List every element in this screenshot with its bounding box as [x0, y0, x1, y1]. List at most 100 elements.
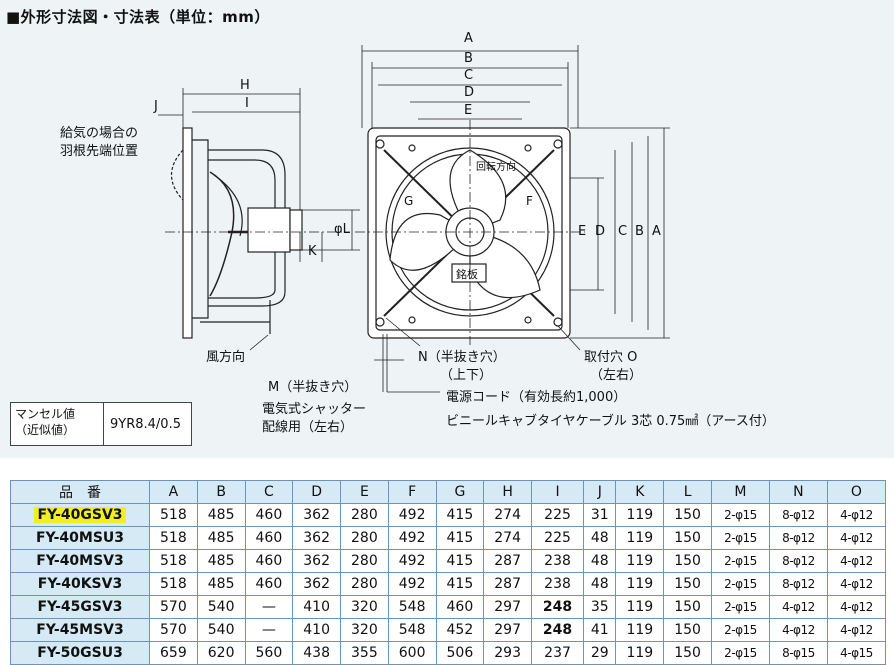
- value-cell-c: 560: [244, 641, 294, 665]
- value-cell-d: 362: [292, 503, 341, 527]
- front-top-dimensions: [361, 45, 579, 128]
- value-cell-i: 225: [530, 503, 585, 527]
- header-h: H: [483, 480, 532, 504]
- value-cell-h: 287: [483, 572, 532, 596]
- value-cell-n: 4-φ12: [768, 618, 828, 642]
- header-k: K: [615, 480, 665, 504]
- nameplate-label: 銘板: [456, 268, 478, 281]
- value-cell-e: 280: [340, 572, 389, 596]
- value-cell-f: 548: [387, 618, 437, 642]
- value-cell-e: 280: [340, 526, 389, 550]
- value-cell-h: 297: [483, 595, 532, 619]
- value-cell-m: 2-φ15: [710, 641, 770, 665]
- value-cell-l: 150: [663, 526, 712, 550]
- value-cell-o: 4-φ12: [826, 526, 887, 550]
- shutter-wiring-line1: 電気式シャッター: [262, 402, 367, 417]
- header-b: B: [196, 480, 246, 504]
- o-hole-label-line2: （左右）: [590, 368, 643, 383]
- dim-label-e: E: [464, 103, 473, 118]
- value-cell-k: 119: [615, 526, 665, 550]
- leader-lines: [249, 317, 581, 393]
- o-hole-label-line1: 取付穴 O: [584, 350, 638, 365]
- value-cell-e: 280: [340, 549, 389, 573]
- value-cell-a: 659: [149, 641, 198, 665]
- value-cell-l: 150: [663, 618, 712, 642]
- header-m: M: [710, 480, 770, 504]
- value-cell-c: 460: [244, 503, 294, 527]
- value-cell-h: 293: [483, 641, 532, 665]
- model-cell: FY-45GSV3: [10, 595, 150, 619]
- value-cell-f: 492: [387, 549, 437, 573]
- value-cell-a: 570: [149, 618, 198, 642]
- value-cell-d: 362: [292, 572, 341, 596]
- value-cell-o: 4-φ12: [826, 618, 887, 642]
- front-view: [355, 120, 585, 345]
- model-cell: FY-40MSU3: [10, 526, 150, 550]
- value-cell-d: 410: [292, 595, 341, 619]
- value-cell-g: 415: [435, 503, 485, 527]
- value-cell-n: 8-φ15: [768, 641, 828, 665]
- value-cell-j: 35: [583, 595, 617, 619]
- dim-label-d: D: [464, 85, 475, 100]
- value-cell-b: 540: [196, 595, 246, 619]
- blade-label-f: F: [526, 194, 533, 208]
- value-cell-m: 2-φ15: [710, 503, 770, 527]
- value-cell-a: 570: [149, 595, 198, 619]
- value-cell-e: 280: [340, 503, 389, 527]
- value-cell-a: 518: [149, 572, 198, 596]
- dim-label-i: I: [245, 96, 249, 111]
- wind-direction-label: 風方向: [206, 350, 246, 365]
- munsell-label-line1: マンセル値: [15, 407, 76, 421]
- value-cell-n: 8-φ12: [768, 572, 828, 596]
- side-dimensions: [158, 88, 360, 262]
- model-cell: FY-40MSV3: [10, 549, 150, 573]
- value-cell-e: 320: [340, 618, 389, 642]
- value-cell-e: 320: [340, 595, 389, 619]
- value-cell-k: 119: [615, 572, 665, 596]
- dim-label-b-right: B: [635, 224, 644, 239]
- value-cell-k: 119: [615, 641, 665, 665]
- value-cell-c: 460: [244, 572, 294, 596]
- value-cell-k: 119: [615, 503, 665, 527]
- value-cell-m: 2-φ15: [710, 595, 770, 619]
- dim-label-e-right: E: [578, 224, 587, 239]
- model-cell: FY-40KSV3: [10, 572, 150, 596]
- value-cell-a: 518: [149, 503, 198, 527]
- value-cell-c: —: [244, 618, 294, 642]
- value-cell-o: 4-φ15: [826, 641, 887, 665]
- value-cell-f: 492: [387, 526, 437, 550]
- header-l: L: [663, 480, 712, 504]
- dim-label-k: K: [308, 244, 317, 259]
- dim-label-a-right: A: [652, 224, 661, 239]
- m-hole-label: M（半抜き穴）: [268, 380, 358, 395]
- value-cell-n: 8-φ12: [768, 503, 828, 527]
- header-e: E: [340, 480, 389, 504]
- value-cell-g: 506: [435, 641, 485, 665]
- n-hole-label-line2: （上下）: [440, 368, 493, 383]
- value-cell-d: 410: [292, 618, 341, 642]
- n-hole-label-line1: N（半抜き穴）: [418, 350, 506, 365]
- value-cell-d: 438: [292, 641, 341, 665]
- header-d: D: [292, 480, 341, 504]
- value-cell-m: 2-φ15: [710, 526, 770, 550]
- header-c: C: [244, 480, 294, 504]
- value-cell-h: 297: [483, 618, 532, 642]
- diagram-drawing: [158, 45, 670, 393]
- value-cell-f: 492: [387, 503, 437, 527]
- header-j: J: [583, 480, 617, 504]
- intake-note-line1: 給気の場合の: [60, 126, 139, 141]
- value-cell-k: 119: [615, 549, 665, 573]
- value-cell-k: 119: [615, 618, 665, 642]
- value-cell-g: 460: [435, 595, 485, 619]
- model-cell: FY-40GSV3: [10, 503, 150, 527]
- value-cell-g: 452: [435, 618, 485, 642]
- value-cell-g: 415: [435, 572, 485, 596]
- value-cell-h: 274: [483, 526, 532, 550]
- value-cell-i: 237: [530, 641, 585, 665]
- value-cell-c: 460: [244, 549, 294, 573]
